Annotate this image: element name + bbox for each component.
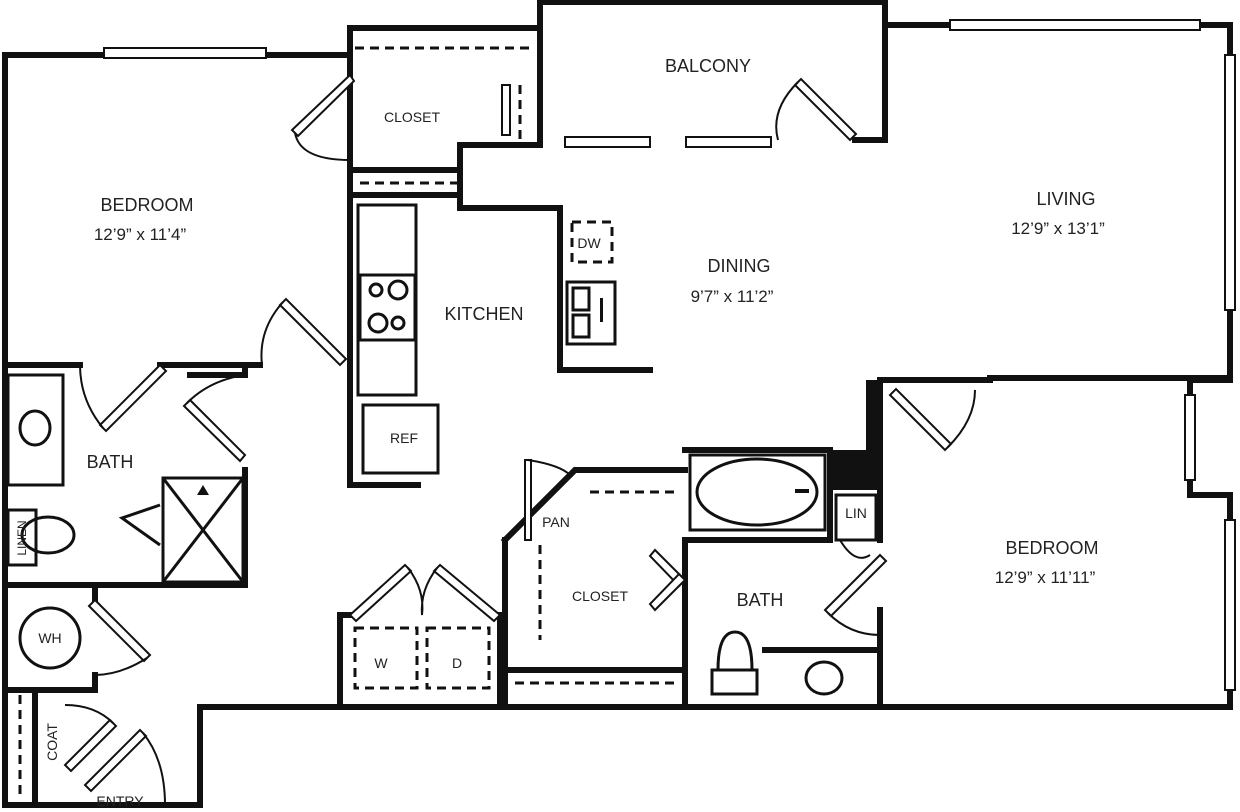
room-label-bedroom-1: BEDROOM	[100, 195, 193, 215]
room-label-living: LIVING	[1036, 189, 1095, 209]
room-labels: BEDROOM 12’9” x 11’4” CLOSET BALCONY LIV…	[87, 56, 1105, 809]
water-heater-label: WH	[38, 630, 61, 646]
kitchen-fixtures	[356, 203, 617, 475]
water-heater	[18, 606, 82, 670]
room-label-closet-2: CLOSET	[572, 588, 628, 604]
refrigerator	[361, 403, 440, 475]
bathtub	[688, 453, 827, 532]
room-label-entry: ENTRY	[96, 793, 144, 809]
toilet-icon	[20, 515, 76, 555]
shelves	[18, 46, 680, 800]
burner-icon	[367, 312, 389, 334]
room-label-balcony: BALCONY	[665, 56, 751, 76]
sink-icon	[804, 660, 844, 696]
linen-label: LINEN	[15, 520, 29, 555]
room-dims-bedroom-1: 12’9” x 11’4”	[94, 225, 187, 244]
sink-icon	[18, 409, 52, 447]
burner-icon	[387, 279, 409, 301]
burner-icon	[390, 315, 406, 331]
room-label-bedroom-2: BEDROOM	[1005, 538, 1098, 558]
windows	[103, 19, 1236, 691]
vanity	[6, 373, 65, 487]
room-label-bath-1: BATH	[87, 452, 134, 472]
linen-closet-label: LIN	[845, 505, 867, 521]
coat-closet-label: COAT	[44, 723, 60, 761]
washer	[353, 626, 419, 690]
pantry-label: PAN	[542, 514, 570, 530]
fixture-labels: DW REF PAN LIN WH W D LINEN COAT	[15, 235, 867, 761]
room-label-bath-2: BATH	[737, 590, 784, 610]
room-dims-bedroom-2: 12’9” x 11’11”	[995, 568, 1096, 587]
dishwasher-label: DW	[577, 235, 601, 251]
washer-label: W	[374, 655, 388, 671]
burner-icon	[368, 282, 384, 298]
shower-head-icon	[197, 485, 209, 495]
dishwasher	[570, 220, 614, 264]
room-label-closet-1: CLOSET	[384, 109, 440, 125]
dryer-label: D	[452, 655, 462, 671]
room-label-dining: DINING	[708, 256, 771, 276]
room-dims-living: 12’9” x 13’1”	[1011, 219, 1105, 238]
room-dims-dining: 9’7” x 11’2”	[691, 287, 774, 306]
sink-icon	[565, 280, 617, 346]
shower	[161, 476, 245, 584]
refrigerator-label: REF	[390, 430, 418, 446]
bath-fixtures	[6, 373, 878, 696]
room-label-kitchen: KITCHEN	[444, 304, 523, 324]
stove	[358, 273, 417, 342]
toilet-icon	[710, 668, 759, 696]
dryer	[425, 626, 491, 690]
doors	[63, 73, 976, 806]
